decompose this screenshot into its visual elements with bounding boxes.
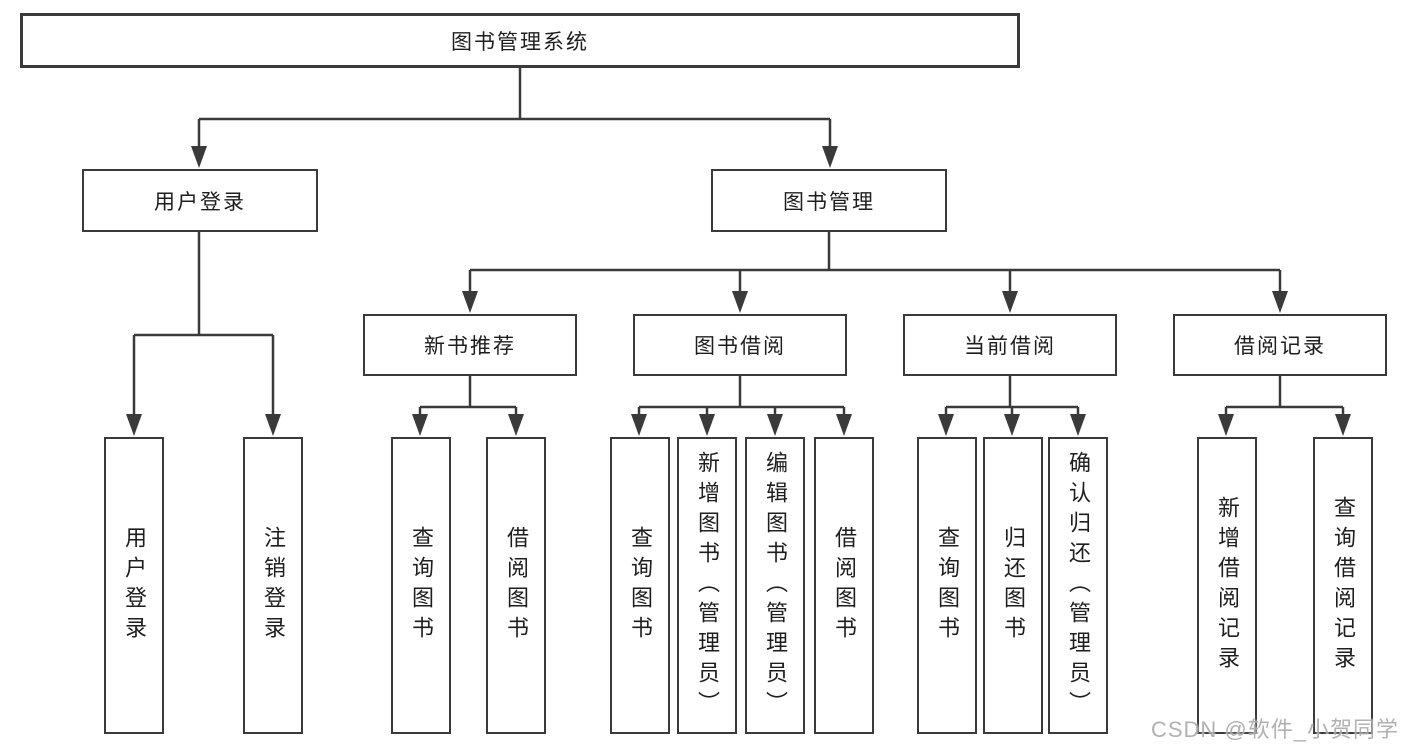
- node-user-login: 用户登录: [82, 169, 318, 232]
- leaf-borrow-books-2-label: 借阅图书: [832, 525, 857, 646]
- leaf-confirm-return-admin-label: 确认归还（管理员）: [1066, 450, 1091, 721]
- leaf-logout-label: 注销登录: [261, 525, 286, 646]
- node-current-borrow-label: 当前借阅: [964, 335, 1056, 358]
- leaf-return-books: 归还图书: [983, 437, 1043, 734]
- watermark: CSDN @软件_小贺同学: [1150, 717, 1399, 742]
- node-new-book-recommend: 新书推荐: [363, 314, 577, 376]
- leaf-query-books-1-label: 查询图书: [409, 525, 434, 646]
- node-borrow-records-label: 借阅记录: [1234, 335, 1326, 358]
- node-user-login-label: 用户登录: [154, 190, 246, 214]
- leaf-borrow-books-1: 借阅图书: [486, 437, 546, 734]
- leaf-edit-books-admin: 编辑图书（管理员）: [745, 437, 805, 734]
- leaf-user-login: 用户登录: [104, 437, 164, 734]
- leaf-query-books-3: 查询图书: [917, 437, 977, 734]
- leaf-confirm-return-admin: 确认归还（管理员）: [1048, 437, 1108, 734]
- leaf-return-books-label: 归还图书: [1001, 525, 1026, 646]
- node-new-book-recommend-label: 新书推荐: [424, 335, 516, 358]
- leaf-add-borrow-record: 新增借阅记录: [1197, 437, 1257, 734]
- leaf-user-login-label: 用户登录: [122, 525, 147, 646]
- node-current-borrow: 当前借阅: [903, 314, 1117, 376]
- leaf-query-borrow-record: 查询借阅记录: [1313, 437, 1373, 734]
- node-book-borrow-label: 图书借阅: [694, 335, 786, 358]
- node-book-management-label: 图书管理: [783, 190, 875, 214]
- node-root-label: 图书管理系统: [451, 30, 589, 54]
- leaf-query-books-1: 查询图书: [391, 437, 451, 734]
- leaf-add-borrow-record-label: 新增借阅记录: [1215, 495, 1240, 676]
- leaf-logout: 注销登录: [243, 437, 303, 734]
- arrowheads: [126, 146, 1351, 436]
- node-borrow-records: 借阅记录: [1173, 314, 1387, 376]
- leaf-borrow-books-2: 借阅图书: [814, 437, 874, 734]
- node-book-management: 图书管理: [711, 169, 947, 232]
- leaf-borrow-books-1-label: 借阅图书: [504, 525, 529, 646]
- node-root: 图书管理系统: [20, 13, 1020, 68]
- leaf-add-books-admin: 新增图书（管理员）: [677, 437, 737, 734]
- leaf-query-borrow-record-label: 查询借阅记录: [1331, 495, 1356, 676]
- node-book-borrow: 图书借阅: [633, 314, 847, 376]
- leaf-edit-books-admin-label: 编辑图书（管理员）: [763, 450, 788, 721]
- leaf-query-books-3-label: 查询图书: [935, 525, 960, 646]
- leaf-query-books-2-label: 查询图书: [628, 525, 653, 646]
- leaf-query-books-2: 查询图书: [610, 437, 670, 734]
- leaf-add-books-admin-label: 新增图书（管理员）: [695, 450, 720, 721]
